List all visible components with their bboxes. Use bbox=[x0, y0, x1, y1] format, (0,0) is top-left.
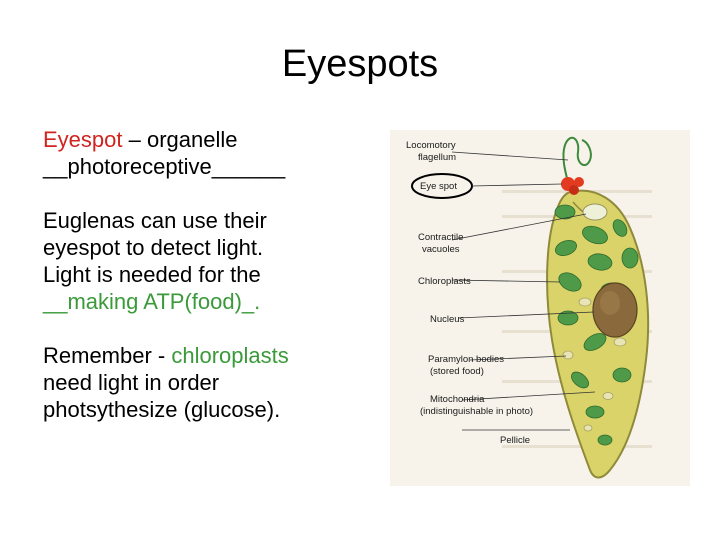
label-flagellum: flagellum bbox=[418, 152, 456, 163]
label-vacuoles: vacuoles bbox=[422, 244, 460, 255]
label-mitochondria: Mitochondria bbox=[430, 394, 485, 405]
light-line-1: Euglenas can use their bbox=[43, 208, 267, 233]
euglena-diagram: Locomotory flagellum Eye spot Contractil… bbox=[390, 130, 690, 486]
light-line-2: eyespot to detect light. bbox=[43, 235, 264, 260]
chloroplast-shapes bbox=[554, 204, 639, 446]
label-stored-food: (stored food) bbox=[430, 366, 484, 377]
slide-title: Eyespots bbox=[281, 43, 439, 85]
label-locomotory: Locomotory bbox=[406, 140, 456, 151]
paragraph-eyespot-definition: Eyespot – organelle __photoreceptive____… bbox=[43, 126, 373, 180]
eyespot-term: Eyespot bbox=[43, 127, 123, 152]
paragraph-remember: Remember - chloroplasts need light in or… bbox=[43, 342, 373, 423]
label-paramylon: Paramylon bodies bbox=[428, 354, 504, 365]
paramylon-shapes bbox=[562, 297, 627, 432]
remember-line-2: need light in order bbox=[43, 370, 220, 395]
slide-body: Eyespot – organelle __photoreceptive____… bbox=[43, 126, 373, 450]
chloroplasts-term: chloroplasts bbox=[171, 343, 289, 368]
label-chloroplasts: Chloroplasts bbox=[418, 276, 471, 287]
light-line-3: Light is needed for the bbox=[43, 262, 261, 287]
definition-line: Eyespot – organelle bbox=[43, 126, 373, 153]
leader-lines bbox=[451, 151, 596, 431]
making-atp-blank: __making ATP(food)_. bbox=[43, 289, 261, 314]
label-pellicle: Pellicle bbox=[500, 435, 530, 446]
label-indistinguishable: (indistinguishable in photo) bbox=[420, 406, 533, 417]
label-eyespot: Eye spot bbox=[420, 181, 457, 192]
remember-line-1: Remember - chloroplasts bbox=[43, 342, 373, 369]
label-contractile: Contractile bbox=[418, 232, 463, 243]
remember-prefix: Remember - bbox=[43, 343, 172, 368]
contractile-vacuole-shape bbox=[582, 203, 608, 221]
definition-rest: – organelle bbox=[122, 127, 238, 152]
photoreceptive-blank: __photoreceptive______ bbox=[43, 154, 286, 179]
paragraph-light-detection: Euglenas can use their eyespot to detect… bbox=[43, 207, 373, 315]
remember-line-3: photsythesize (glucose). bbox=[43, 397, 281, 422]
label-nucleus: Nucleus bbox=[430, 314, 465, 325]
